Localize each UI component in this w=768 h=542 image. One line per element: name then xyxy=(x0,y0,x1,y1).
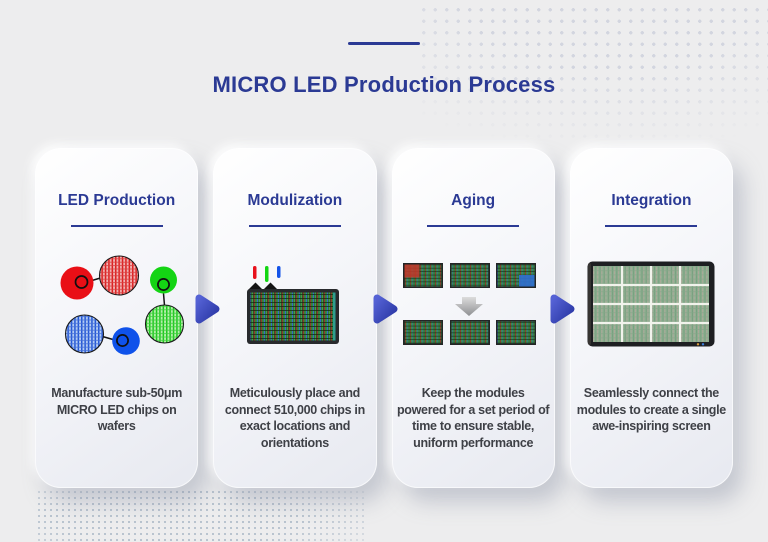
step-illustration xyxy=(570,241,733,369)
tv-indicator-dot xyxy=(702,343,705,346)
step-title-underline xyxy=(70,225,163,227)
led-chips-wafer-icon xyxy=(60,255,184,355)
aging-modules-icon xyxy=(403,263,537,345)
step-title: Modulization xyxy=(247,192,343,209)
step-description: Manufacture sub-50μm MICRO LED chips on … xyxy=(51,386,183,433)
step-title: Integration xyxy=(611,192,692,209)
dot-pattern-top-right xyxy=(418,4,768,142)
step-card-modulization: Modulization xyxy=(213,148,377,488)
step-card-led-production: LED Production xyxy=(35,148,199,488)
next-step-arrow-icon xyxy=(195,294,220,324)
aging-modules-after xyxy=(403,320,537,345)
step-description: Meticulously place and connect 510,000 c… xyxy=(224,386,365,450)
aging-modules-before xyxy=(403,263,537,288)
step-title: Aging xyxy=(451,192,496,209)
tv-indicator-dot xyxy=(697,343,700,346)
step-card-aging: Aging xyxy=(391,148,555,488)
step-title-underline xyxy=(605,225,698,227)
step-description: Keep the modules powered for a set perio… xyxy=(396,386,550,450)
down-arrow-icon xyxy=(455,297,484,316)
step-title-underline xyxy=(427,225,520,227)
step-illustration xyxy=(213,241,376,369)
integrated-screen-icon xyxy=(587,261,715,347)
step-description: Seamlessly connect the modules to create… xyxy=(576,386,727,433)
next-step-arrow-icon xyxy=(550,294,575,324)
step-title: LED Production xyxy=(58,192,176,209)
step-illustration xyxy=(35,241,198,369)
step-card-integration: Integration xyxy=(569,148,733,488)
step-title-underline xyxy=(248,225,341,227)
step-illustration xyxy=(392,241,555,369)
dot-pattern-bottom-left xyxy=(36,489,366,542)
next-step-arrow-icon xyxy=(373,294,398,324)
title-accent-line xyxy=(348,42,420,45)
process-steps-row: LED Production xyxy=(35,148,733,488)
chip-placement-module-icon xyxy=(246,265,339,344)
page-title: MICRO LED Production Process xyxy=(212,72,556,97)
